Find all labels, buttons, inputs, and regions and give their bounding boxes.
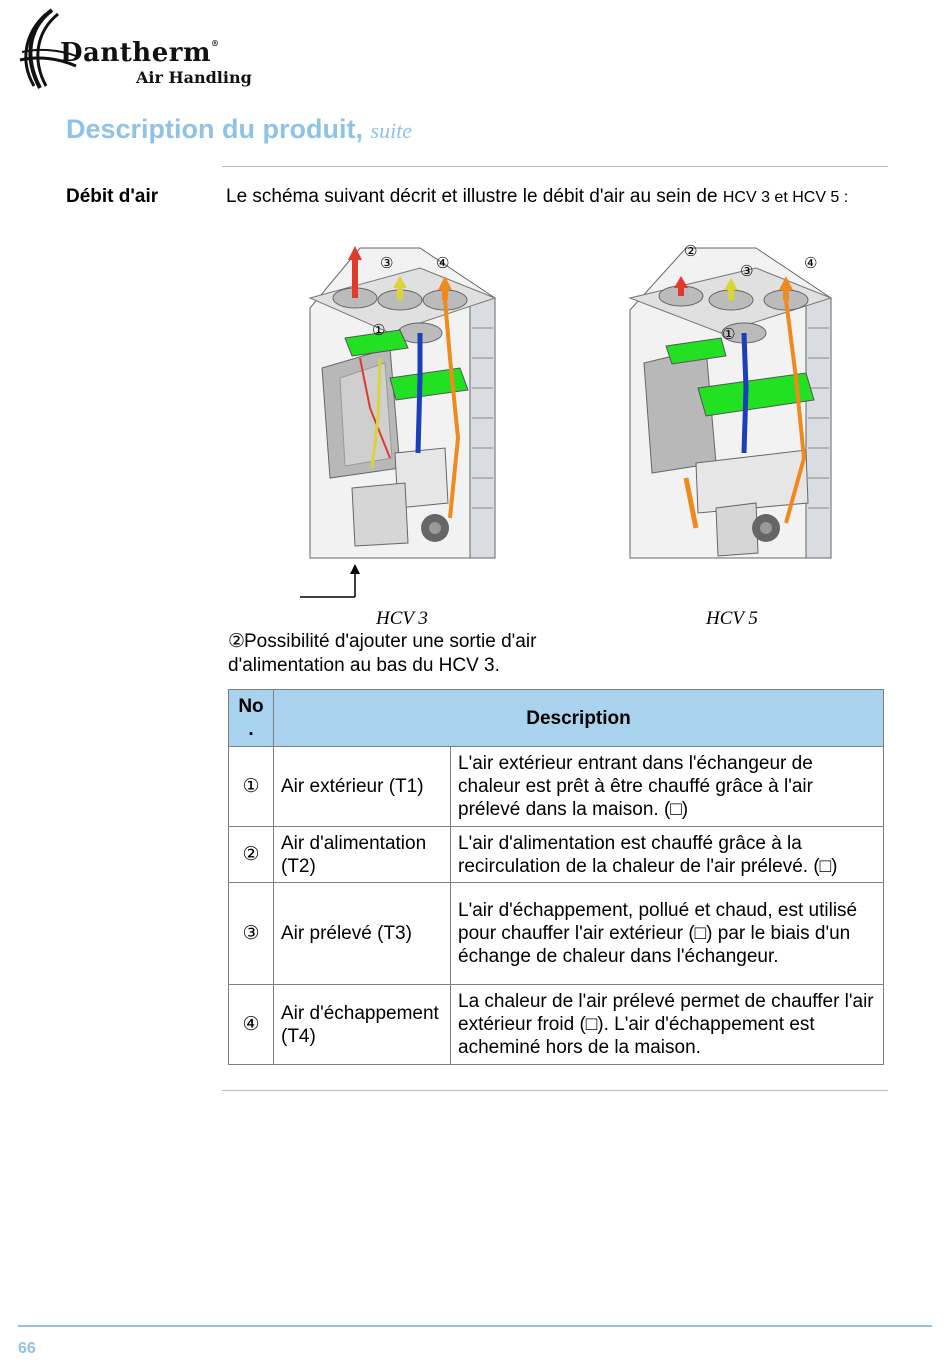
row-number: ② (228, 826, 274, 883)
marker-1-right: ① (722, 325, 735, 343)
row-description: L'air extérieur entrant dans l'échangeur… (450, 746, 884, 827)
hcv3-unit: ③ ④ ① (308, 246, 497, 559)
header-no: No . (228, 689, 274, 747)
hcv3-bottom-supply-arrow: ② (300, 564, 360, 598)
row-number: ① (228, 746, 274, 827)
title-divider (222, 166, 888, 167)
row-name: Air d'échappement (T4) (273, 984, 451, 1065)
marker-3-right: ③ (740, 262, 753, 280)
table-row: ③ Air prélevé (T3) L'air d'échappement, … (228, 882, 884, 985)
hcv5-unit: ② ③ ④ ① (628, 242, 833, 559)
table-row: ① Air extérieur (T1) L'air extérieur ent… (228, 746, 884, 827)
marker-1-left: ① (372, 321, 385, 339)
airflow-table: No . Description ① Air extérieur (T1) L'… (228, 689, 884, 1065)
marker-4-left: ④ (436, 254, 449, 272)
page-title: Description du produit, suite (66, 114, 413, 144)
caption-hcv3: HCV 3 (376, 608, 428, 629)
section-intro: Le schéma suivant décrit et illustre le … (226, 186, 849, 207)
row-description: L'air d'alimentation est chauffé grâce à… (450, 826, 884, 883)
brand-subtitle: Air Handling (136, 68, 252, 87)
caption-hcv5: HCV 5 (706, 608, 758, 629)
table-row: ④ Air d'échappement (T4) La chaleur de l… (228, 984, 884, 1065)
row-name: Air extérieur (T1) (273, 746, 451, 827)
note-marker: ② (228, 631, 246, 652)
airflow-diagram: ③ ④ ① ② (300, 242, 833, 598)
brand-name: Dantherm® (60, 38, 220, 68)
logo-swirl-icon (19, 8, 77, 89)
marker-3-left: ③ (380, 254, 393, 272)
marker-2-right: ② (684, 242, 697, 260)
row-number: ③ (228, 882, 274, 985)
row-description: La chaleur de l'air prélevé permet de ch… (450, 984, 884, 1065)
table-header-row: No . Description (228, 689, 884, 747)
diagram-note: ②Possibilité d'ajouter une sortie d'air … (228, 630, 588, 678)
section-label: Débit d'air (66, 186, 159, 207)
note-text: Possibilité d'ajouter une sortie d'air d… (228, 631, 537, 676)
section-end-divider (222, 1090, 888, 1091)
row-name: Air prélevé (T3) (273, 882, 451, 985)
row-name: Air d'alimentation (T2) (273, 826, 451, 883)
header-description: Description (273, 689, 884, 747)
row-number: ④ (228, 984, 274, 1065)
page-number: 66 (18, 1340, 36, 1357)
brand-logo: Dantherm® Air Handling (18, 8, 278, 90)
marker-4-right: ④ (804, 254, 817, 272)
table-row: ② Air d'alimentation (T2) L'air d'alimen… (228, 826, 884, 883)
footer-divider (18, 1325, 932, 1327)
row-description: L'air d'échappement, pollué et chaud, es… (450, 882, 884, 985)
page-title-suffix: suite (370, 118, 413, 143)
